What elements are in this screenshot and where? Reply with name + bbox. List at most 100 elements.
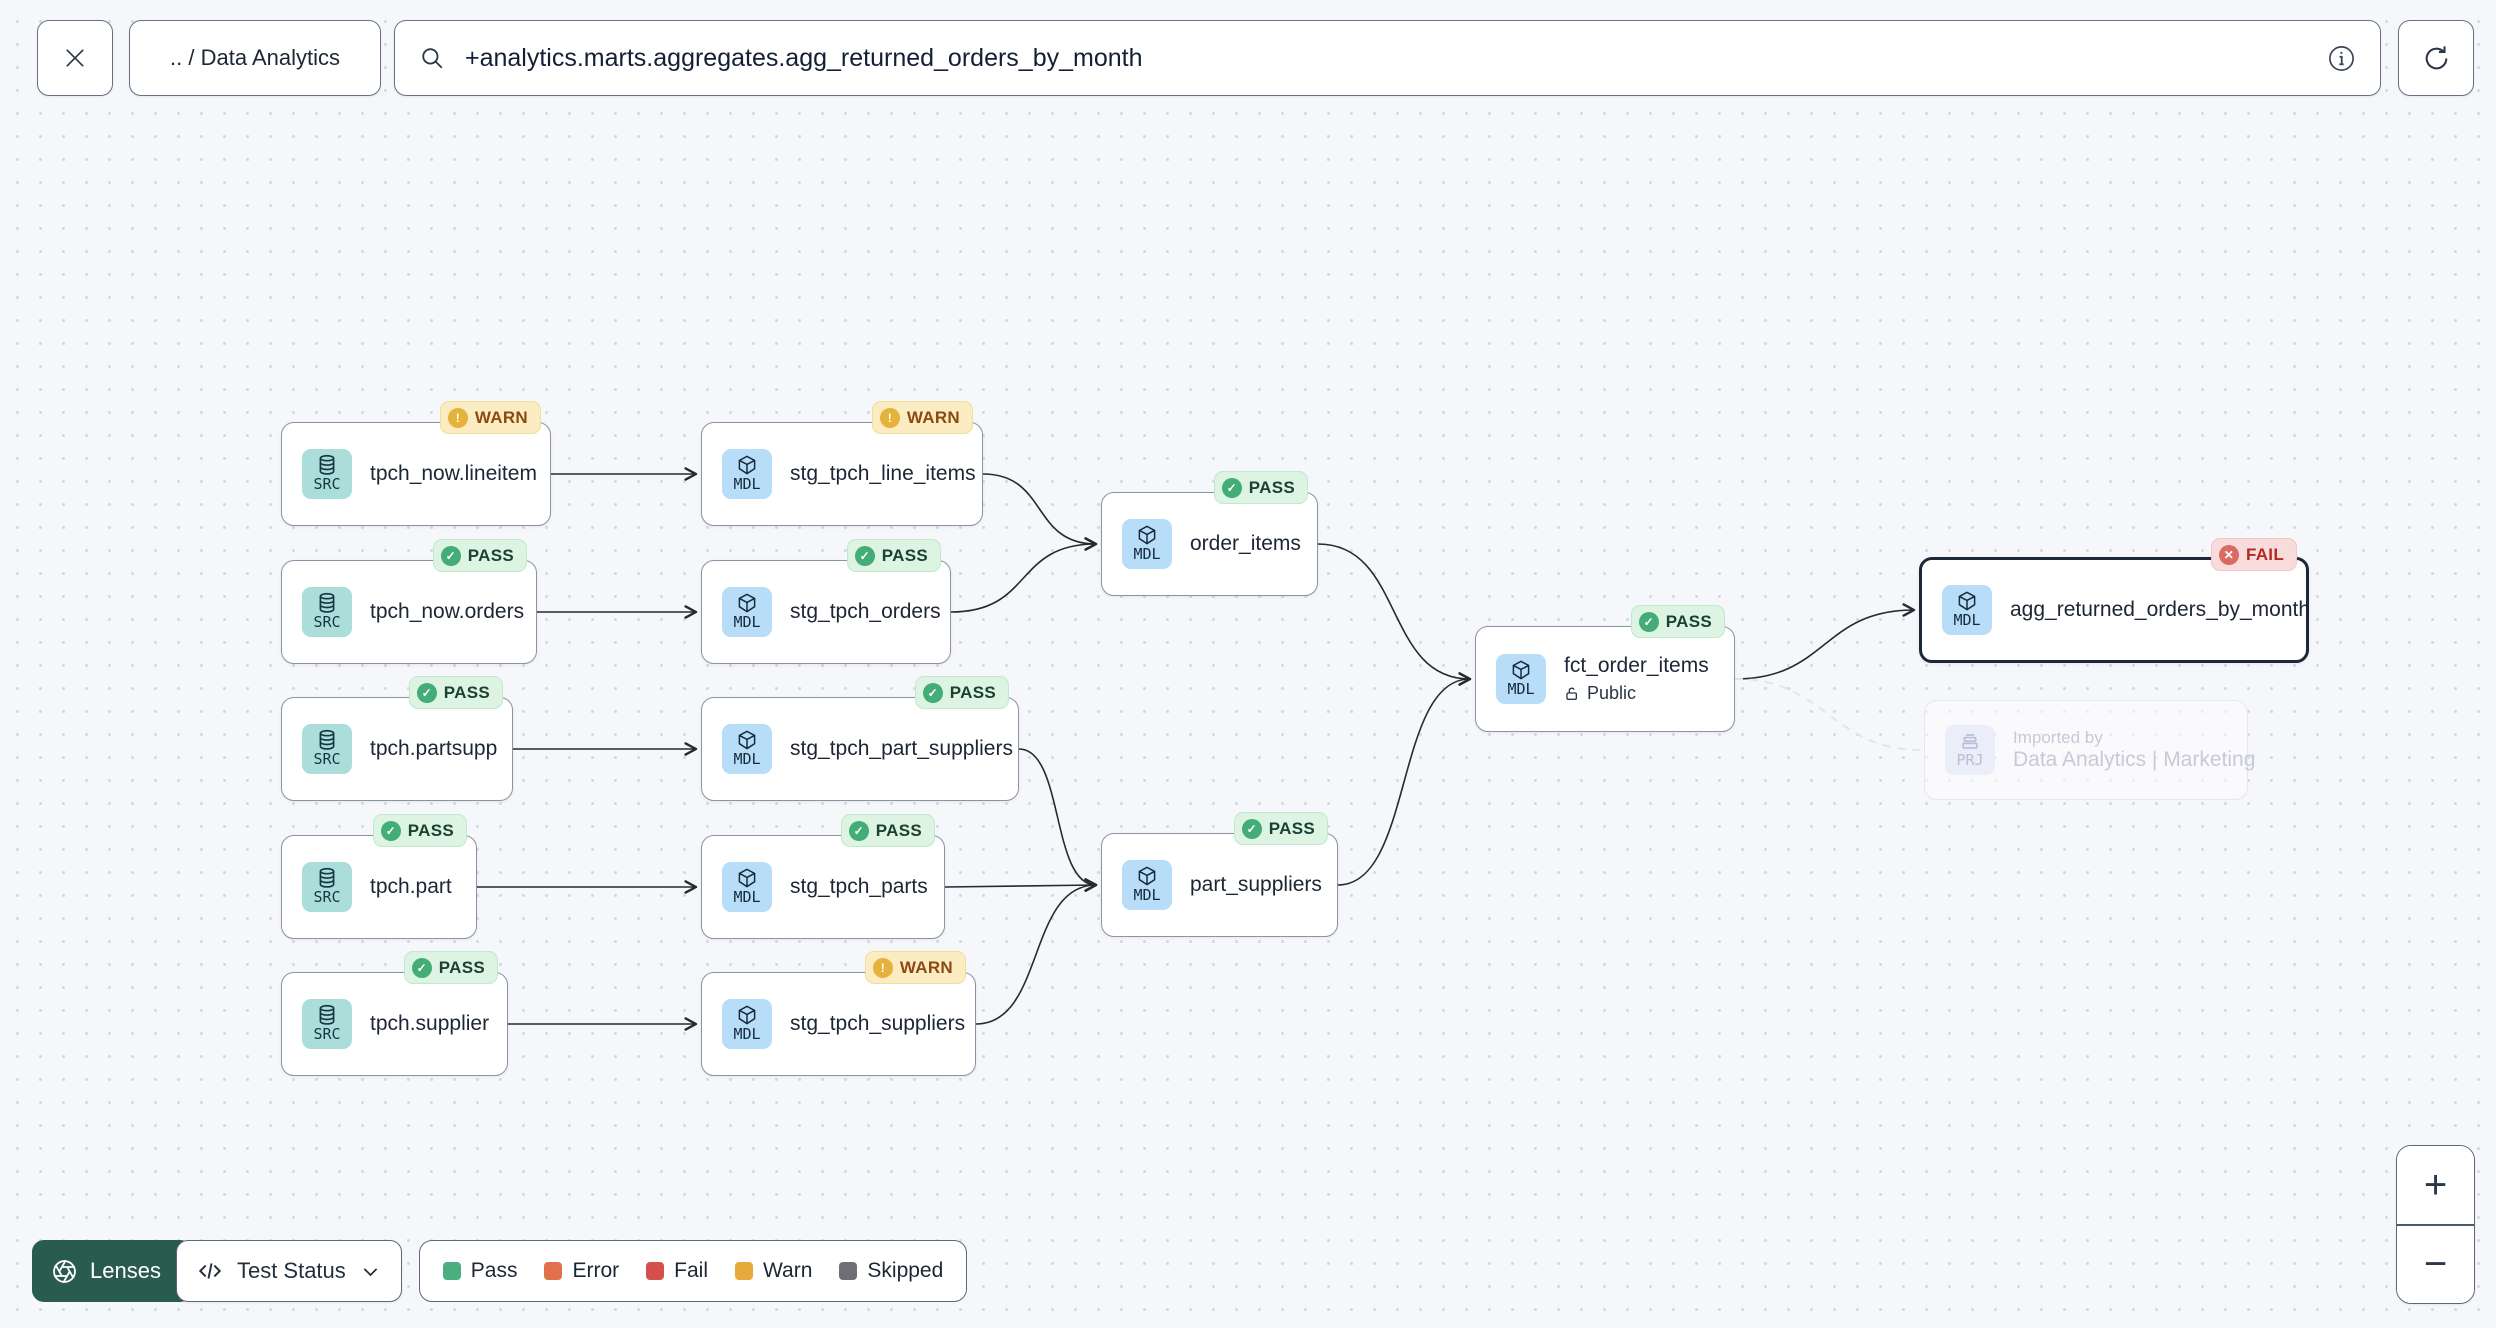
database-icon: SRC	[302, 449, 352, 499]
zoom-out-button[interactable]: −	[2397, 1225, 2474, 1303]
status-icon: ✓	[1241, 818, 1262, 839]
search-input[interactable]	[463, 42, 2309, 74]
cube-icon: MDL	[722, 999, 772, 1049]
cube-icon: MDL	[1122, 860, 1172, 910]
status-badge-pass: ✓PASS	[1213, 471, 1308, 504]
node-title: agg_returned_orders_by_month	[2010, 598, 2311, 621]
status-label: PASS	[1268, 818, 1315, 838]
status-label: PASS	[875, 820, 922, 840]
chevron-down-icon	[360, 1261, 381, 1282]
search-icon	[419, 45, 445, 71]
lenses-label: Lenses	[90, 1258, 161, 1283]
status-badge-warn: !WARN	[439, 401, 541, 434]
lens-selector[interactable]: Test Status	[175, 1240, 402, 1302]
cube-icon: MDL	[1122, 519, 1172, 569]
node-title: tpch.part	[370, 875, 452, 898]
node-kind-label: SRC	[313, 475, 341, 494]
cube-icon: MDL	[1496, 654, 1546, 704]
database-icon: SRC	[302, 999, 352, 1049]
database-icon: SRC	[302, 862, 352, 912]
search-bar[interactable]	[394, 20, 2381, 96]
edge-stg_tpch_line_items-to-order_items	[982, 473, 1098, 551]
status-icon: ✓	[854, 545, 875, 566]
node-subtitle: Imported by	[2013, 728, 2103, 747]
node-kind-label: SRC	[313, 1025, 341, 1044]
node-tpch_supplier[interactable]: SRC tpch.supplier ✓PASS	[281, 951, 508, 1076]
aperture-icon	[51, 1258, 78, 1285]
status-label: PASS	[881, 545, 928, 565]
database-icon: SRC	[302, 587, 352, 637]
status-icon: !	[447, 407, 468, 428]
status-badge-pass: ✓PASS	[403, 951, 498, 984]
close-button[interactable]	[37, 20, 113, 96]
status-label: PASS	[467, 545, 514, 565]
legend-item-warn: Warn	[735, 1259, 812, 1283]
legend-item-pass: Pass	[442, 1259, 517, 1283]
node-kind-label: MDL	[733, 1025, 761, 1044]
node-order_items[interactable]: MDL order_items ✓PASS	[1101, 471, 1318, 596]
node-title: tpch.supplier	[370, 1012, 490, 1035]
info-icon[interactable]	[2327, 44, 2356, 73]
status-icon: !	[879, 407, 900, 428]
status-icon: ✓	[1221, 477, 1242, 498]
status-badge-fail: ✕FAIL	[2210, 538, 2297, 571]
zoom-in-button[interactable]: +	[2397, 1146, 2474, 1226]
node-kind-label: MDL	[1507, 680, 1535, 699]
node-title: tpch.partsupp	[370, 737, 498, 760]
node-kind-label: MDL	[733, 613, 761, 632]
status-label: PASS	[407, 820, 454, 840]
node-tpch_partsupp[interactable]: SRC tpch.partsupp ✓PASS	[281, 676, 513, 801]
project-icon: PRJ	[1945, 725, 1995, 775]
node-title: fct_order_items	[1564, 654, 1709, 677]
node-title: stg_tpch_line_items	[790, 462, 976, 485]
edge-fct_order_items-to-agg_returned_orders_by_month	[1734, 603, 1916, 680]
node-agg_returned_orders_by_month[interactable]: MDL agg_returned_orders_by_month ✕FAIL	[1919, 538, 2311, 663]
status-badge-warn: !WARN	[864, 951, 966, 984]
status-icon: ✓	[848, 820, 869, 841]
lenses-button[interactable]: Lenses	[32, 1240, 192, 1302]
code-icon	[197, 1258, 223, 1284]
zoom-controls: + −	[2396, 1145, 2475, 1304]
database-icon: SRC	[302, 724, 352, 774]
breadcrumb[interactable]: .. / Data Analytics	[129, 20, 381, 96]
legend-swatch	[442, 1262, 461, 1280]
node-kind-label: SRC	[313, 613, 341, 632]
node-kind-label: SRC	[313, 750, 341, 769]
status-badge-pass: ✓PASS	[408, 676, 503, 709]
node-kind-label: SRC	[313, 888, 341, 907]
node-kind-label: MDL	[1133, 545, 1161, 564]
node-title: Data Analytics | Marketing	[2013, 748, 2256, 771]
status-badge-pass: ✓PASS	[1630, 605, 1725, 638]
node-kind-label: MDL	[1953, 611, 1981, 630]
status-icon: !	[872, 957, 893, 978]
node-stg_tpch_orders[interactable]: MDL stg_tpch_orders ✓ PASS	[701, 539, 951, 664]
legend-swatch	[544, 1262, 563, 1280]
status-icon: ✓	[1638, 611, 1659, 632]
status-icon: ✓	[922, 682, 943, 703]
refresh-button[interactable]	[2398, 20, 2474, 96]
edge-order_items-to-fct_order_items	[1317, 543, 1472, 686]
node-title: stg_tpch_orders	[790, 600, 941, 623]
edge-stg_tpch_orders-to-order_items	[950, 537, 1098, 613]
status-icon: ✕	[2218, 544, 2239, 565]
legend-swatch	[735, 1262, 753, 1280]
legend-item-fail: Fail	[646, 1259, 708, 1283]
status-badge-warn: !WARN	[871, 401, 973, 434]
legend-item-skipped: Skipped	[839, 1259, 943, 1283]
node-kind-label: PRJ	[1956, 751, 1984, 770]
node-access-label: Public	[1564, 683, 1709, 704]
node-title: order_items	[1190, 532, 1301, 555]
legend-label: Error	[572, 1259, 620, 1282]
node-kind-label: MDL	[733, 750, 761, 769]
